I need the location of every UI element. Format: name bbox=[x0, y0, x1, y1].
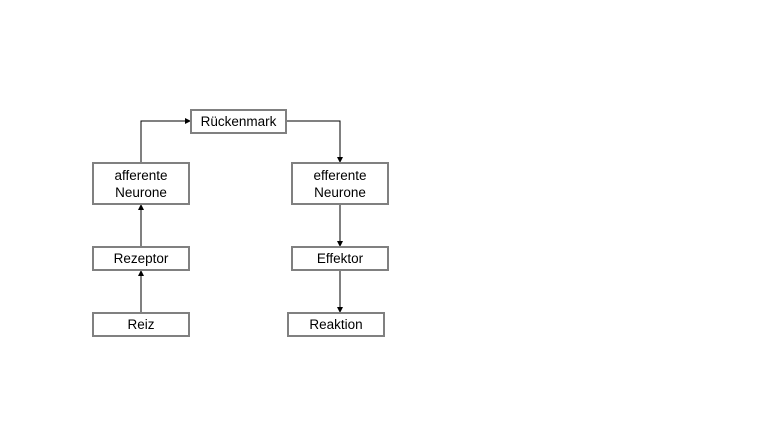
arrow-rueckenmark-to-efferente bbox=[287, 120, 343, 163]
node-efferente-label-line2: Neurone bbox=[314, 184, 366, 200]
node-reiz: Reiz bbox=[92, 312, 190, 337]
arrow-afferente-to-rueckenmark bbox=[140, 118, 191, 162]
node-efferente-label-line1: efferente bbox=[313, 167, 367, 183]
node-efferente-neurone: efferente Neurone bbox=[291, 162, 389, 205]
node-rezeptor-label: Rezeptor bbox=[113, 251, 169, 266]
node-rezeptor: Rezeptor bbox=[92, 246, 190, 271]
node-rueckenmark: Rückenmark bbox=[190, 109, 287, 134]
node-rueckenmark-label: Rückenmark bbox=[200, 114, 277, 129]
node-afferente-label-line2: Neurone bbox=[115, 184, 167, 200]
node-afferente-neurone: afferente Neurone bbox=[92, 162, 190, 205]
node-reaktion: Reaktion bbox=[287, 312, 385, 337]
node-afferente-label-line1: afferente bbox=[114, 167, 168, 183]
node-reaktion-label: Reaktion bbox=[309, 317, 363, 332]
node-effektor: Effektor bbox=[291, 246, 389, 271]
node-reiz-label: Reiz bbox=[127, 317, 155, 332]
node-effektor-label: Effektor bbox=[316, 251, 364, 266]
